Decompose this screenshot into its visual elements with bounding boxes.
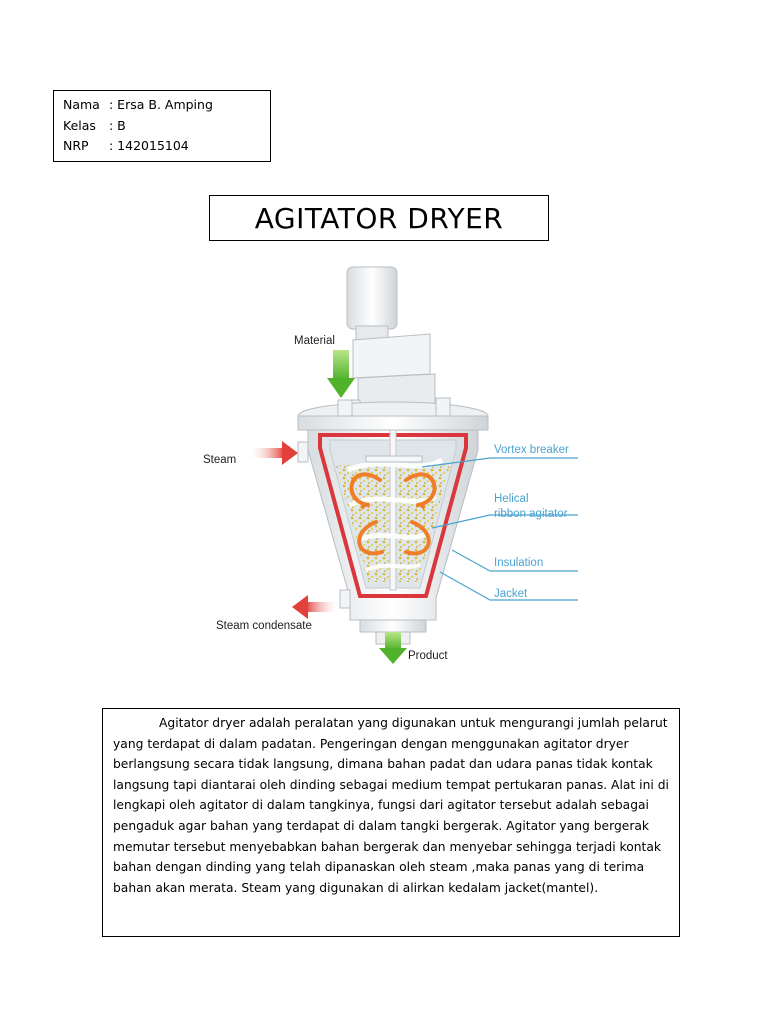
name-label: Nama: [63, 97, 100, 112]
description-text: Agitator dryer adalah peralatan yang dig…: [113, 716, 669, 895]
nrp-label: NRP: [63, 138, 89, 153]
vortex-breaker-label: Vortex breaker: [494, 444, 569, 456]
nrp-value: : 142015104: [109, 138, 189, 153]
motor: [346, 266, 398, 341]
page-title: AGITATOR DRYER: [209, 195, 549, 241]
class-label: Kelas: [63, 117, 96, 133]
name-value: : Ersa B. Amping: [109, 97, 213, 112]
vessel-lid: [297, 397, 489, 431]
nrp-row: NRP : 142015104: [63, 136, 270, 157]
class-value: : B: [109, 117, 126, 133]
product-outflow-arrow: [379, 632, 407, 664]
agitation-flow-arrows: [349, 472, 437, 556]
agitator-dryer-diagram: Material Steam Steam condensate Product …: [190, 260, 600, 680]
description-box: Agitator dryer adalah peralatan yang dig…: [102, 708, 680, 937]
product-label: Product: [408, 650, 448, 662]
name-row: Nama : Ersa B. Amping: [63, 95, 270, 116]
steam-inlet-arrow: [248, 441, 298, 465]
insulation-label: Insulation: [494, 557, 543, 569]
steam-label: Steam: [203, 454, 236, 466]
helical-label-line1: Helical: [494, 493, 529, 505]
steam-condensate-label: Steam condensate: [216, 620, 312, 632]
jacket-label: Jacket: [494, 588, 528, 600]
callout-lines: [421, 457, 578, 601]
material-label: Material: [294, 335, 335, 347]
steam-condensate-arrow: [292, 595, 340, 619]
helical-label-line2: ribbon agitator: [494, 508, 568, 520]
class-row: Kelas : B: [63, 116, 270, 137]
material-inflow-arrow: [327, 350, 355, 398]
student-info-box: Nama : Ersa B. Amping Kelas : B NRP : 14…: [53, 90, 271, 162]
